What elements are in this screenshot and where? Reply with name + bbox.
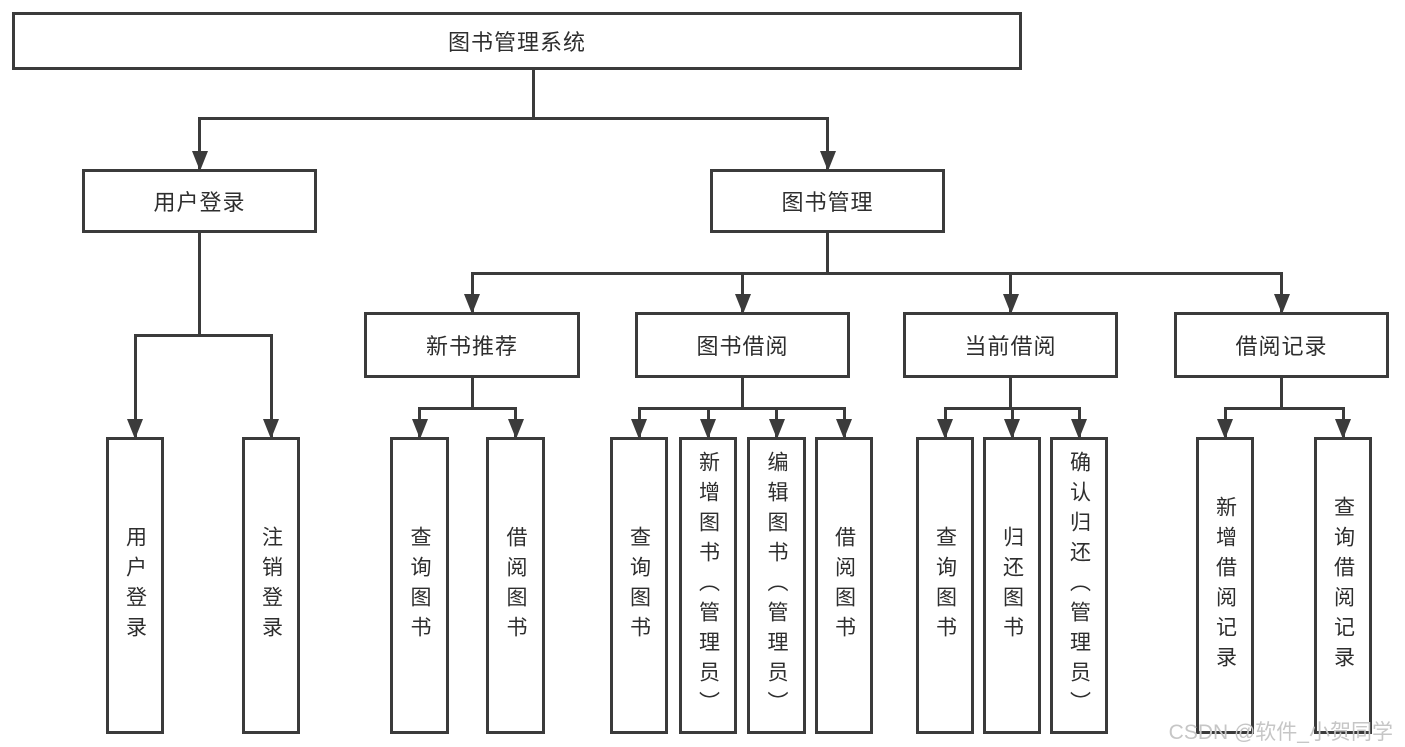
connector-line <box>1009 273 1012 312</box>
node-label: 用户登录 <box>123 525 147 646</box>
connector-line <box>1009 376 1012 408</box>
node-query-books-current: 查询图书 <box>916 437 974 734</box>
connector-line <box>826 118 829 169</box>
node-add-borrowing-record: 新增借阅记录 <box>1196 437 1254 734</box>
node-user-login-action: 用户登录 <box>106 437 164 734</box>
connector-line <box>1280 376 1283 408</box>
node-library-management-system: 图书管理系统 <box>12 12 1022 70</box>
node-return-books: 归还图书 <box>983 437 1041 734</box>
connector-line <box>470 273 474 312</box>
node-label: 查询图书 <box>627 525 651 646</box>
node-current-borrowing: 当前借阅 <box>903 312 1118 378</box>
csdn-watermark: CSDN @软件_小贺同学 <box>1168 721 1393 744</box>
node-label: 当前借阅 <box>964 334 1057 359</box>
node-label: 确认归还（管理员） <box>1067 450 1091 721</box>
node-label: 图书借阅 <box>696 334 789 359</box>
connector-line <box>269 335 273 437</box>
node-query-borrowing-record: 查询借阅记录 <box>1314 437 1372 734</box>
node-label: 借阅图书 <box>504 525 527 646</box>
node-label: 查询图书 <box>933 525 957 646</box>
arrowhead-down-icon <box>1002 294 1019 314</box>
connector-line <box>1280 273 1283 312</box>
node-label: 借阅图书 <box>832 525 856 646</box>
node-label: 编辑图书（管理员） <box>765 450 788 721</box>
node-label: 归还图书 <box>1000 525 1024 646</box>
node-user-login: 用户登录 <box>82 169 317 233</box>
node-label: 新增借阅记录 <box>1213 495 1237 676</box>
connector-line <box>637 406 846 410</box>
node-confirm-return-admin: 确认归还（管理员） <box>1050 437 1108 734</box>
connector-line <box>198 118 201 169</box>
connector-line <box>741 376 744 408</box>
arrowhead-down-icon <box>464 294 480 314</box>
node-new-book-recommendation: 新书推荐 <box>364 312 580 378</box>
node-logout-action: 注销登录 <box>242 437 300 734</box>
node-query-books-borrowing: 查询图书 <box>610 437 668 734</box>
connector-line <box>418 406 517 410</box>
node-label: 用户登录 <box>153 190 246 215</box>
arrowhead-down-icon <box>191 151 208 171</box>
connector-line <box>133 335 137 437</box>
arrowhead-down-icon <box>700 419 716 439</box>
arrowhead-down-icon <box>734 294 751 314</box>
connector-line <box>470 271 1283 275</box>
node-query-books-recommended: 查询图书 <box>390 437 449 734</box>
node-add-books-admin: 新增图书（管理员） <box>679 437 737 734</box>
arrowhead-down-icon <box>507 419 524 439</box>
connector-line <box>470 376 474 408</box>
connector-line <box>133 333 273 337</box>
node-borrowing-records: 借阅记录 <box>1174 312 1389 378</box>
node-label: 查询图书 <box>408 525 431 646</box>
arrowhead-down-icon <box>1273 294 1290 314</box>
arrowhead-down-icon <box>411 419 428 439</box>
arrowhead-down-icon <box>768 419 785 439</box>
arrowhead-down-icon <box>937 419 953 439</box>
arrowhead-down-icon <box>127 419 143 439</box>
node-label: 图书管理系统 <box>447 30 586 55</box>
arrowhead-down-icon <box>631 419 647 439</box>
connector-line <box>1223 406 1345 410</box>
node-book-management: 图书管理 <box>710 169 945 233</box>
node-label: 新增图书（管理员） <box>696 450 720 721</box>
connector-line <box>198 231 201 335</box>
arrowhead-down-icon <box>263 419 279 439</box>
arrowhead-down-icon <box>836 419 852 439</box>
node-book-borrowing: 图书借阅 <box>635 312 850 378</box>
node-label: 借阅记录 <box>1235 334 1328 359</box>
node-edit-books-admin: 编辑图书（管理员） <box>747 437 806 734</box>
node-borrow-books-borrowing: 借阅图书 <box>815 437 873 734</box>
node-label: 注销登录 <box>259 525 283 646</box>
arrowhead-down-icon <box>1071 419 1087 439</box>
node-label: 新书推荐 <box>425 334 518 359</box>
node-label: 查询借阅记录 <box>1331 495 1355 676</box>
arrowhead-down-icon <box>1335 419 1351 439</box>
node-label: 图书管理 <box>781 190 874 215</box>
connector-line <box>531 68 535 118</box>
connector-line <box>198 116 829 120</box>
arrowhead-down-icon <box>819 151 836 171</box>
node-borrow-books-recommended: 借阅图书 <box>486 437 545 734</box>
connector-line <box>826 231 829 273</box>
connector-line <box>741 273 744 312</box>
arrowhead-down-icon <box>1217 419 1233 439</box>
arrowhead-down-icon <box>1004 419 1020 439</box>
